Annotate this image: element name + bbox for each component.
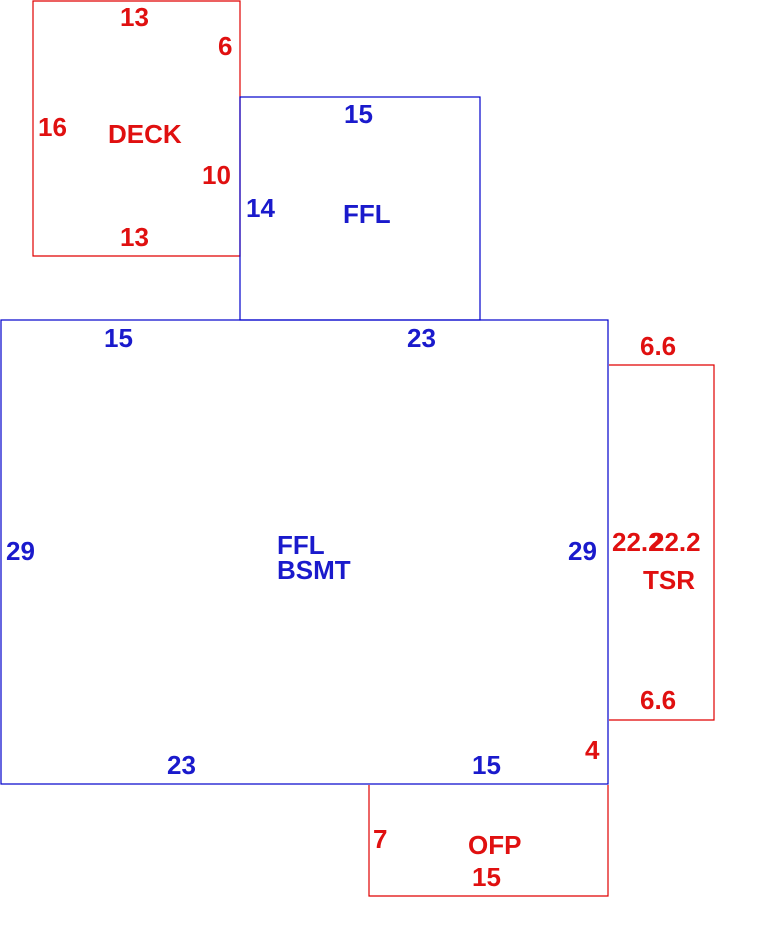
main-dim-right: 29 xyxy=(568,536,597,566)
ofp-area: 7 OFP 15 xyxy=(368,785,609,897)
tsr-dim-left: 22.2 xyxy=(612,527,663,557)
upper-ffl-label: FFL xyxy=(343,199,391,229)
tsr-outline xyxy=(609,364,715,721)
main-dim-bottom-left: 23 xyxy=(167,750,196,780)
main-dim-bottom-right: 15 xyxy=(472,750,501,780)
deck-dim-bottom: 13 xyxy=(120,222,149,252)
main-area: 15 23 29 FFL BSMT 29 23 15 xyxy=(0,319,609,785)
ofp-dim-left: 7 xyxy=(373,824,387,854)
main-dim-left: 29 xyxy=(6,536,35,566)
deck-dim-right-upper: 6 xyxy=(218,31,232,61)
ofp-outline xyxy=(368,785,609,897)
deck-area: 13 6 16 DECK 10 13 xyxy=(32,0,241,257)
main-label-ffl: FFL xyxy=(277,530,325,560)
tsr-dim-right: 22.2 xyxy=(650,527,701,557)
upper-ffl-dim-top: 15 xyxy=(344,99,373,129)
tsr-dim-top: 6.6 xyxy=(640,331,676,361)
upper-ffl-area: 15 14 FFL xyxy=(239,96,481,321)
ofp-label: OFP xyxy=(468,830,521,860)
tsr-label: TSR xyxy=(643,565,695,595)
main-dim-top-left: 15 xyxy=(104,323,133,353)
deck-dim-top: 13 xyxy=(120,2,149,32)
deck-dim-right-lower: 10 xyxy=(202,160,231,190)
main-outline xyxy=(0,319,609,785)
deck-dim-left: 16 xyxy=(38,112,67,142)
tsr-dim-bottom: 6.6 xyxy=(640,685,676,715)
deck-label: DECK xyxy=(108,119,182,149)
main-label-bsmt: BSMT xyxy=(277,555,351,585)
upper-ffl-dim-left: 14 xyxy=(246,193,275,223)
tsr-area: 6.6 22.2 22.2 TSR 6.6 4 xyxy=(585,331,715,765)
main-dim-top-right: 23 xyxy=(407,323,436,353)
ofp-dim-bottom: 15 xyxy=(472,862,501,892)
tsr-offset-dim: 4 xyxy=(585,735,600,765)
